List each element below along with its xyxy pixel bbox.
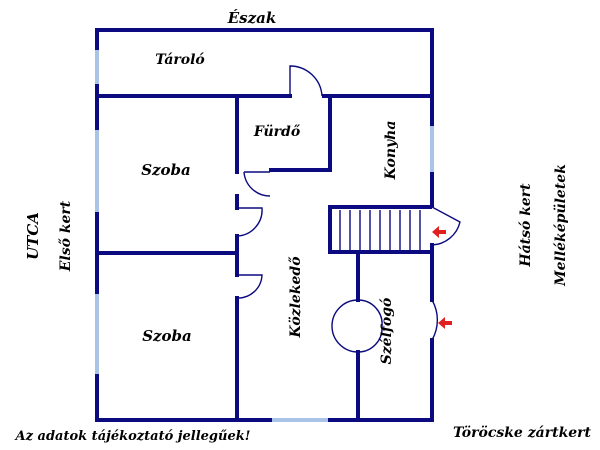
disclaimer-text: Az adatok tájékoztató jellegűek! xyxy=(14,429,251,444)
door-porch-left xyxy=(331,299,359,327)
outbuildings-label: Melléképületek xyxy=(553,164,569,287)
door-storage xyxy=(289,65,323,97)
windows xyxy=(95,48,434,422)
room-label-room-bottom: Szoba xyxy=(142,327,192,345)
door-porch-left-b xyxy=(331,325,359,353)
door-porch-right-b xyxy=(357,325,383,353)
red-arrow-icon xyxy=(432,226,446,238)
door-bathroom xyxy=(243,171,271,197)
room-label-bathroom: Fürdő xyxy=(253,124,301,140)
room-label-room-top: Szoba xyxy=(141,161,191,179)
front-garden-label: Első kert xyxy=(58,200,74,272)
door-porch-east xyxy=(431,299,439,341)
staircase xyxy=(339,210,421,250)
doors xyxy=(236,65,461,353)
plot-label: Töröcske zártkert xyxy=(453,425,592,441)
red-arrow-icon xyxy=(438,317,452,329)
room-label-porch: Szélfogó xyxy=(379,298,395,365)
room-label-corridor: Közlekedő xyxy=(288,256,304,339)
door-room-top xyxy=(236,207,263,237)
door-porch-right xyxy=(357,299,383,327)
street-label: UTCA xyxy=(24,212,42,260)
back-garden-label: Hátsó kert xyxy=(518,183,534,268)
north-label: Észak xyxy=(227,9,277,27)
door-kitchen-east xyxy=(431,206,461,246)
room-label-storage: Tároló xyxy=(155,52,205,68)
entrance-arrows xyxy=(432,226,452,329)
walls xyxy=(95,28,434,422)
room-label-kitchen: Konyha xyxy=(383,121,399,181)
door-room-bottom xyxy=(236,274,263,299)
